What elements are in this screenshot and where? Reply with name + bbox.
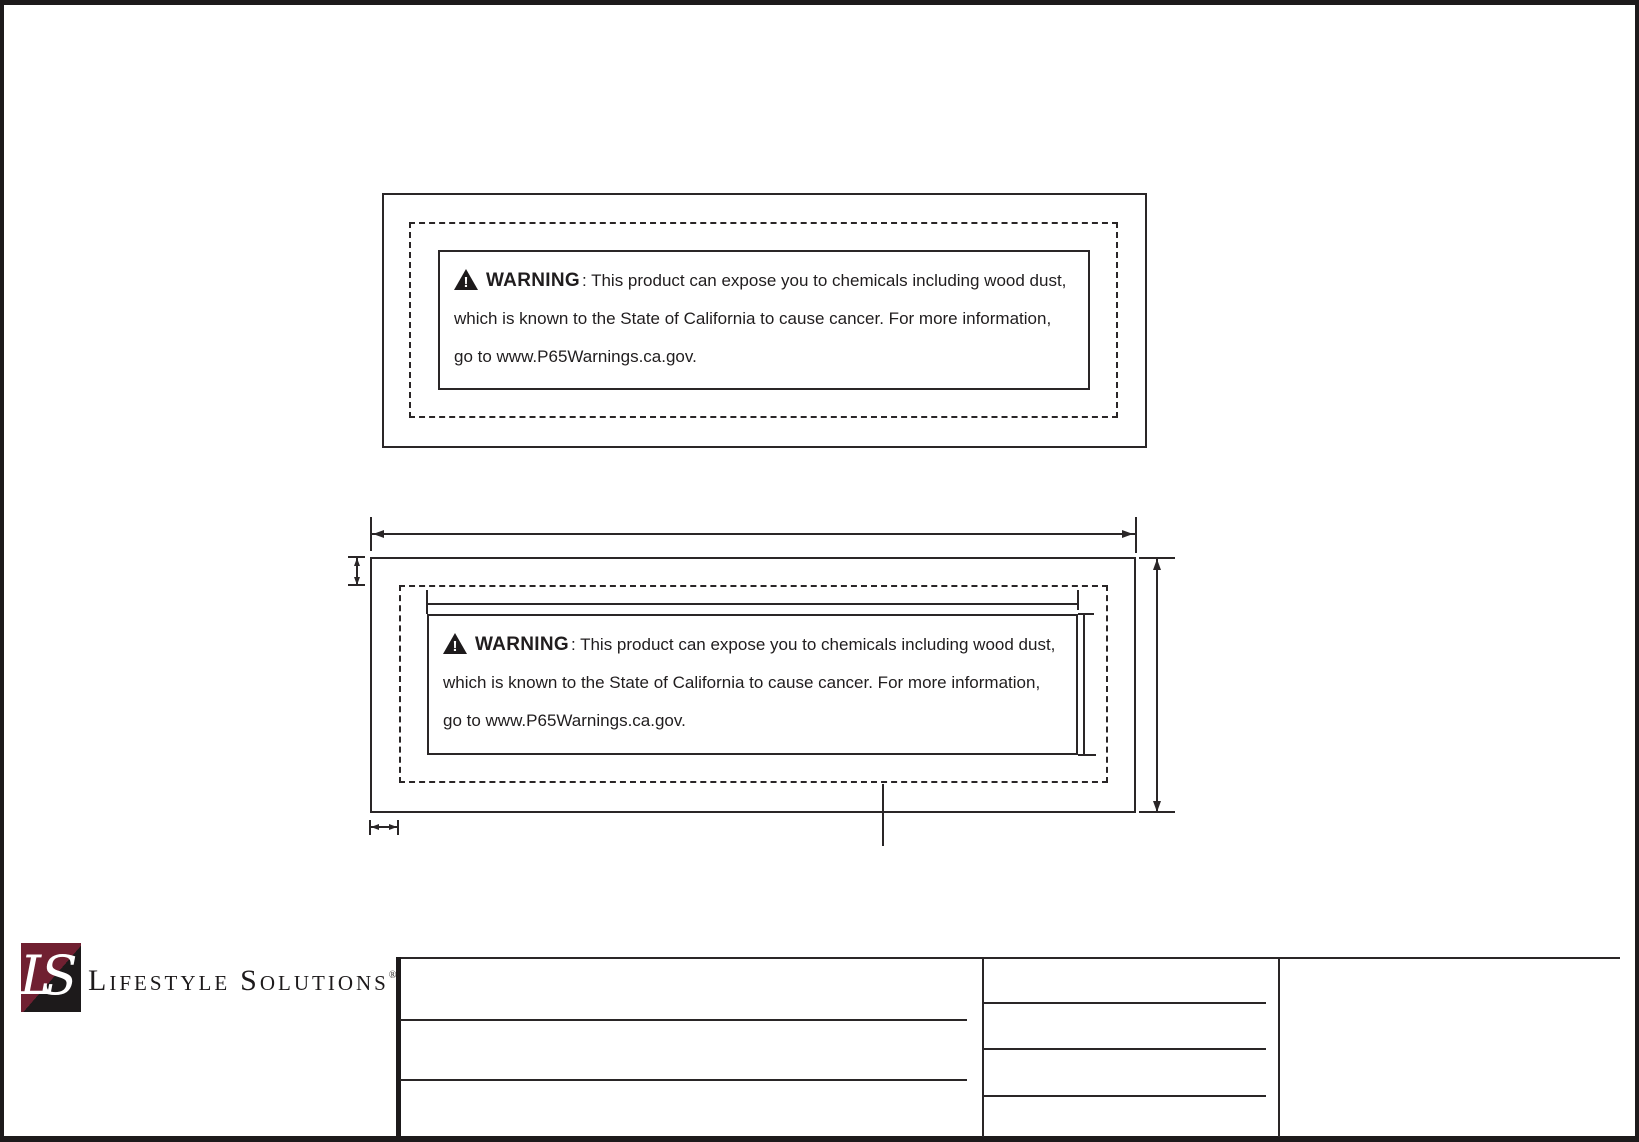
label-top-diecut-dashed-border [409, 222, 1118, 418]
dim-overall-width-arrow-left [373, 530, 384, 538]
dim-overall-height-line [1156, 558, 1158, 812]
label-top-outer-border [382, 193, 1147, 448]
dim-text-height-tick-bottom [1078, 754, 1096, 756]
warning-triangle-icon: ! [443, 633, 467, 654]
company-word1-initial: L [88, 964, 110, 997]
label-bottom-warning-text-box: ! WARNING: This product can expose you t… [427, 614, 1078, 755]
warning-text-line: go to www.P65Warnings.ca.gov. [454, 347, 697, 366]
dim-top-margin-arrow-down [354, 577, 360, 585]
dim-overall-height-arrow-down [1153, 801, 1161, 812]
registered-trademark-symbol: ® [388, 970, 397, 981]
page-border-right [1635, 0, 1639, 1142]
title-block-mid-row-line-1 [984, 1002, 1266, 1004]
warning-text-line: go to www.P65Warnings.ca.gov. [443, 711, 686, 730]
warning-text-line: ! WARNING: This product can expose you t… [443, 626, 1076, 664]
company-word2-initial: S [240, 964, 260, 997]
dim-overall-height-arrow-up [1153, 559, 1161, 570]
dim-top-margin-tick-bottom [348, 584, 365, 586]
dim-left-margin-arrow-right [389, 824, 397, 830]
dim-text-height-line [1083, 614, 1085, 755]
warning-text-line: ! WARNING: This product can expose you t… [454, 262, 1088, 300]
company-name: LIFESTYLE SOLUTIONS® [88, 964, 396, 998]
logo-monogram: LS [21, 943, 78, 1007]
dim-overall-width-arrow-right [1122, 530, 1133, 538]
title-block-divider-1 [982, 957, 984, 1137]
title-block-mid-row-line-2 [984, 1048, 1266, 1050]
page-border-top [0, 0, 1639, 5]
dim-left-margin-line [370, 826, 398, 828]
title-block-left-border [396, 957, 401, 1137]
exclamation-glyph: ! [464, 274, 469, 290]
label-top-warning-text-box: ! WARNING: This product can expose you t… [438, 250, 1090, 390]
title-block-top-border [398, 957, 1620, 959]
dim-top-margin-arrow-up [354, 558, 360, 566]
title-block-left-row-line-1 [400, 1019, 967, 1021]
dim-overall-height-extension-bottom [1139, 811, 1175, 813]
label-bottom-outer-border [370, 557, 1136, 813]
dim-text-width-tick-left [426, 590, 428, 614]
dim-text-width-tick-right [1077, 590, 1079, 610]
company-word1-rest: IFESTYLE [109, 971, 231, 995]
dim-left-margin-arrow-left [371, 824, 379, 830]
title-block-left-row-line-2 [400, 1079, 967, 1081]
label-bottom-diecut-dashed-border [399, 585, 1108, 783]
warning-triangle-icon: ! [454, 269, 478, 290]
warning-line1-text: : This product can expose you to chemica… [581, 271, 1067, 290]
warning-word: WARNING [486, 270, 580, 291]
dim-text-width-line [427, 603, 1079, 605]
logo-mark: LS [21, 943, 81, 1012]
warning-line1-text: : This product can expose you to chemica… [570, 635, 1056, 654]
warning-word: WARNING [475, 634, 569, 655]
dim-top-margin-line [356, 557, 358, 585]
dim-left-margin-tick-right [397, 820, 399, 835]
page-border-bottom [0, 1136, 1639, 1142]
leader-line [882, 784, 884, 846]
warning-text-line: which is known to the State of Californi… [454, 309, 1052, 328]
page-border-left [0, 0, 4, 1142]
dim-text-height-tick-top [1078, 613, 1094, 615]
title-block-mid-row-line-3 [984, 1095, 1266, 1097]
dim-overall-width-extension-right [1135, 517, 1137, 553]
dim-overall-width-line [371, 533, 1135, 535]
title-block-divider-2 [1278, 957, 1280, 1137]
exclamation-glyph: ! [453, 638, 458, 654]
warning-text-line: which is known to the State of Californi… [443, 673, 1041, 692]
company-word2-rest: OLUTIONS [259, 971, 389, 995]
